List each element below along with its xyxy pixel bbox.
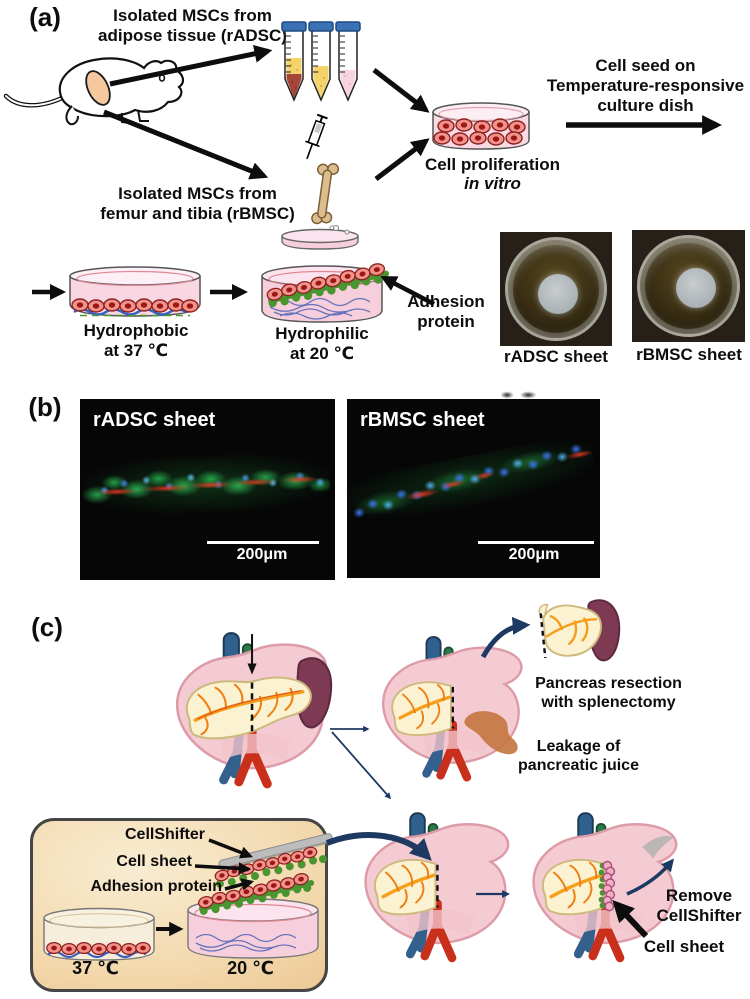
fluo-image-title: rADSC sheet xyxy=(93,409,216,431)
radsc-photo-label: rADSC sheet xyxy=(504,347,608,366)
lifting-cell-sheet xyxy=(196,871,315,915)
rat-eye xyxy=(158,74,166,82)
proliferation-caption: Cell proliferation xyxy=(424,155,561,174)
polymer-mesh xyxy=(269,297,371,320)
radsc-sheet-photo xyxy=(500,232,612,346)
tube-3 xyxy=(335,21,361,102)
bmsc-source-caption: Isolated MSCs from femur and tibia (rBMS… xyxy=(100,184,295,224)
pancreas-with-sheet-illustration xyxy=(532,812,678,966)
arrow-tubes-to-dish xyxy=(372,68,430,113)
pancreatic-juice-leak xyxy=(464,711,518,755)
bone-syringe-illustration xyxy=(305,113,343,237)
pancreas-intact-illustration xyxy=(175,632,333,792)
cut-edge-line xyxy=(539,613,547,659)
temp-20-label: 20 ℃ xyxy=(227,958,274,978)
detaching-cell-sheet xyxy=(265,261,390,308)
syringe-icon xyxy=(305,113,328,160)
inset-illustration xyxy=(43,833,334,961)
fluo-image-title: rBMSC sheet xyxy=(360,409,485,431)
in-vitro-caption: in vitro xyxy=(464,174,521,193)
adhesion-protein-caption: Adhesion protein xyxy=(407,292,485,332)
polymer-layer xyxy=(73,308,187,316)
droplet xyxy=(344,229,350,235)
hydrophobic-caption: Hydrophobic at 37 ℃ xyxy=(83,321,189,361)
floating-cell-sheet xyxy=(676,268,716,308)
pancreas-tail xyxy=(542,604,602,657)
scale-bar xyxy=(478,541,594,544)
radsc-fluorescence-image: rADSC sheet 200μm xyxy=(80,399,335,580)
centrifuge-tubes xyxy=(281,21,361,102)
rat-illustration xyxy=(3,57,185,126)
adsc-source-caption: Isolated MSCs from adipose tissue (rADSC… xyxy=(98,6,287,46)
temp-37-label: 37 ℃ xyxy=(72,958,119,978)
panel-b-label: (b) xyxy=(28,392,62,422)
cellshifter-label: CellShifter xyxy=(124,826,205,843)
adhesion-protein-label: Adhesion protein xyxy=(90,878,222,895)
rbmsc-photo-label: rBMSC sheet xyxy=(636,345,742,364)
seed-caption: Cell seed on Temperature-responsive cult… xyxy=(546,56,745,116)
bone-icon xyxy=(311,163,340,225)
scale-label: 200μm xyxy=(236,546,288,563)
cell-band xyxy=(342,432,598,530)
rbmsc-sheet-photo xyxy=(632,230,745,342)
cell-band xyxy=(81,450,331,518)
hydrophilic-dish xyxy=(261,225,390,323)
resection-caption: Pancreas resection with splenectomy xyxy=(535,675,682,711)
leakage-caption: Leakage of pancreatic juice xyxy=(518,738,639,774)
cellsheet-label: Cell sheet xyxy=(116,853,192,870)
dish-20c xyxy=(187,871,319,959)
rbmsc-fluorescence-image: rBMSC sheet 200μm xyxy=(342,399,600,578)
panel-c-label: (c) xyxy=(31,612,63,642)
rat-hind-leg xyxy=(65,105,79,126)
scale-label: 200μm xyxy=(508,546,560,563)
seeding-dish xyxy=(281,225,359,250)
droplet xyxy=(333,225,339,231)
tube-1 xyxy=(281,21,307,102)
scale-bar xyxy=(207,541,319,544)
removed-cellshifter xyxy=(642,836,674,859)
pancreas-remnant-illustration xyxy=(364,812,510,966)
resected-pancreas-spleen xyxy=(538,599,621,662)
rat-body xyxy=(58,57,185,118)
tube-2 xyxy=(308,21,334,102)
dish-37c xyxy=(43,907,155,961)
crop-artifact xyxy=(497,391,543,399)
remove-cellshifter-caption: Remove CellShifter xyxy=(656,886,742,926)
pancreas-resected-illustration xyxy=(381,636,523,785)
applied-cellsheet-caption: Cell sheet xyxy=(643,937,725,956)
panel-a-label: (a) xyxy=(29,2,61,32)
applied-cell-sheet xyxy=(598,860,616,912)
adipose-tissue-patch xyxy=(85,70,111,106)
arrow-bone-to-dish xyxy=(374,138,430,181)
proliferation-dish xyxy=(432,102,530,150)
floating-cell-sheet xyxy=(538,274,578,314)
hydrophilic-caption: Hydrophilic at 20 ℃ xyxy=(275,324,369,364)
hydrophobic-dish xyxy=(69,266,201,317)
